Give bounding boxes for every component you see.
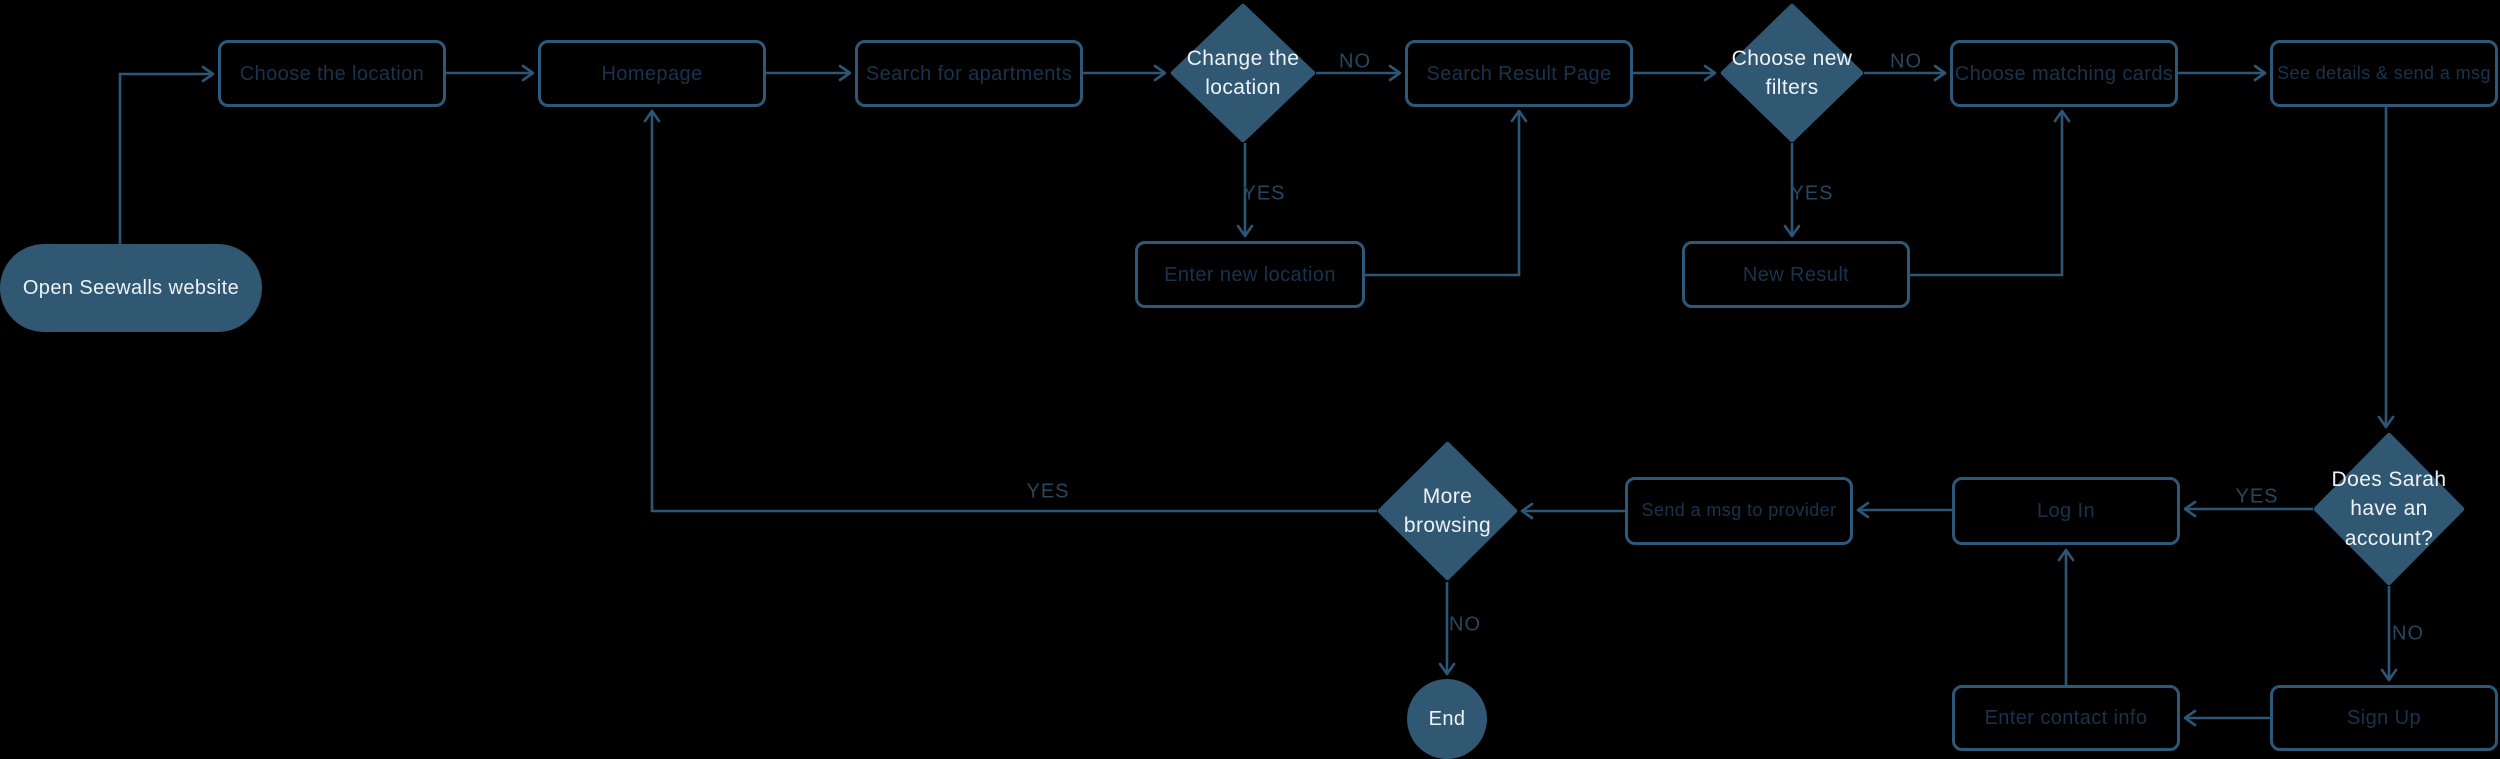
node-sign-up-label: Sign Up	[2347, 707, 2421, 729]
node-start[interactable]: Open Seewalls website	[0, 244, 262, 332]
diamond-shape	[1377, 441, 1518, 581]
diamond-shape	[2313, 432, 2465, 586]
node-start-label: Open Seewalls website	[22, 277, 240, 299]
node-does-sarah-have-account[interactable]: Does Sarah have an account?	[2313, 432, 2465, 586]
edge-label-more-browsing-yes: YES	[1026, 480, 1070, 503]
node-enter-new-location[interactable]: Enter new location	[1135, 241, 1365, 308]
node-search-apartments-label: Search for apartments	[865, 62, 1073, 85]
node-end-label: End	[1428, 708, 1466, 730]
node-choose-location[interactable]: Choose the location	[218, 40, 446, 107]
node-see-details[interactable]: See details & send a msg	[2270, 40, 2498, 107]
node-new-result[interactable]: New Result	[1682, 241, 1910, 308]
node-more-browsing[interactable]: More browsing	[1377, 441, 1518, 581]
node-send-msg-to-provider[interactable]: Send a msg to provider	[1625, 477, 1853, 545]
node-choose-location-label: Choose the location	[239, 62, 425, 85]
edge-label-does-sarah-no: NO	[2392, 622, 2424, 645]
diamond-shape	[1720, 3, 1864, 143]
diamond-shape	[1170, 3, 1316, 143]
edge-label-more-browsing-no: NO	[1449, 613, 1481, 636]
node-change-location[interactable]: Change the location	[1170, 3, 1316, 143]
edge-label-change-location-yes: YES	[1242, 182, 1286, 205]
node-more-browsing-label: More browsing	[1403, 484, 1492, 537]
edge-label-choose-filters-no: NO	[1890, 50, 1922, 73]
node-enter-new-location-label: Enter new location	[1164, 263, 1336, 286]
node-see-details-label: See details & send a msg	[2277, 62, 2491, 83]
node-homepage-label: Homepage	[601, 62, 703, 85]
node-new-result-label: New Result	[1742, 263, 1850, 286]
node-search-result-page-label: Search Result Page	[1426, 62, 1612, 85]
edge-label-change-location-no: NO	[1339, 50, 1371, 73]
node-choose-matching-cards[interactable]: Choose matching cards	[1950, 40, 2178, 107]
node-end[interactable]: End	[1407, 679, 1487, 759]
node-choose-new-filters[interactable]: Choose new filters	[1720, 3, 1864, 143]
node-choose-matching-cards-label: Choose matching cards	[1954, 62, 2174, 85]
node-enter-contact-info-label: Enter contact info	[1984, 707, 2148, 729]
node-change-location-label: Change the location	[1186, 46, 1300, 99]
node-enter-contact-info[interactable]: Enter contact info	[1952, 685, 2180, 751]
node-send-msg-label: Send a msg to provider	[1641, 500, 1837, 521]
node-search-apartments[interactable]: Search for apartments	[855, 40, 1083, 107]
edge-label-choose-filters-yes: YES	[1790, 182, 1834, 205]
connector-more-browsing-yes-to-homepage	[643, 109, 1377, 513]
node-does-sarah-label: Does Sarah have an account?	[2331, 467, 2447, 550]
connector-enter-new-location-to-search-result	[1365, 109, 1528, 277]
node-log-in-label: Log In	[2036, 500, 2095, 522]
connector-new-result-to-matching-cards	[1910, 109, 2071, 277]
node-sign-up[interactable]: Sign Up	[2270, 685, 2498, 751]
edge-label-does-sarah-yes: YES	[2235, 485, 2279, 508]
node-homepage[interactable]: Homepage	[538, 40, 766, 107]
node-search-result-page[interactable]: Search Result Page	[1405, 40, 1633, 107]
node-log-in[interactable]: Log In	[1952, 477, 2180, 545]
node-choose-new-filters-label: Choose new filters	[1731, 46, 1853, 99]
connector-start-to-choose-location	[118, 65, 215, 244]
